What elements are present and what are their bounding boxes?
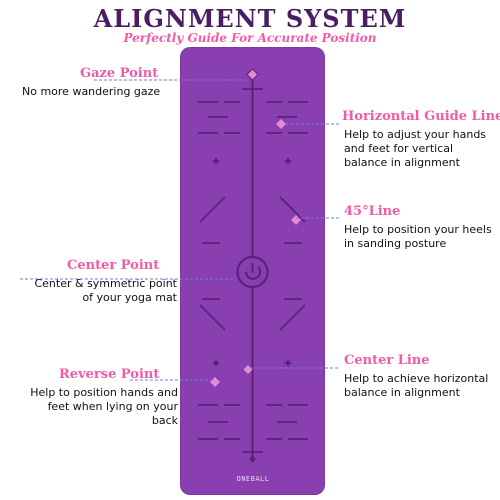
center-line-desc: Help to achieve horizontal balance in al… — [344, 372, 489, 399]
page-title: ALIGNMENT SYSTEM — [93, 4, 407, 33]
center-point-desc: Center & symmetric point of your yoga ma… — [34, 277, 177, 304]
horizontal-guide-marks-bottom — [198, 404, 308, 440]
horizontal-guide-marks-top — [198, 101, 308, 134]
horizontal-guide-title: Horizontal Guide Line — [342, 109, 500, 124]
horizontal-guide-desc: Help to adjust your hands and feet for v… — [344, 128, 487, 169]
yoga-mat: ONEBALL — [180, 47, 325, 495]
reverse-point-marker — [210, 377, 220, 387]
center-point-title: Center Point — [67, 258, 160, 273]
center-line-marker — [243, 365, 253, 374]
horizontal-guide-marker — [276, 119, 286, 129]
reverse-point-title: Reverse Point — [59, 367, 160, 382]
logo-swirl-icon — [245, 266, 261, 280]
brand-logo: ONEBALL — [236, 475, 270, 483]
gaze-point-title: Gaze Point — [80, 66, 159, 81]
center-line-title: Center Line — [344, 353, 430, 368]
alignment-lines — [198, 68, 308, 463]
line-45-desc: Help to position your heels in sanding p… — [344, 223, 492, 250]
gaze-point-marker — [246, 68, 259, 81]
page-subtitle: Perfectly Guide For Accurate Position — [123, 31, 377, 45]
gaze-point-desc: No more wandering gaze — [22, 85, 161, 98]
reverse-point-desc: Help to position hands and feet when lyi… — [30, 386, 178, 427]
line-45-title: 45°Line — [344, 204, 401, 219]
